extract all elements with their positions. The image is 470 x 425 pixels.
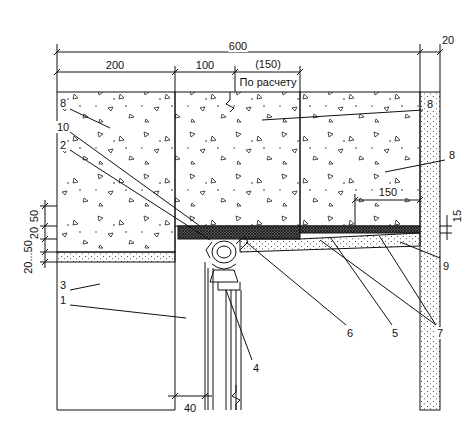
dimension: 20 — [28, 226, 40, 240]
callout-number: 5 — [391, 327, 399, 339]
callout-number: 8 — [426, 98, 434, 110]
dimension: 100 — [195, 59, 215, 71]
dimension-note: По расчету — [239, 76, 298, 88]
dimension: 15 — [451, 209, 463, 223]
dimension: 600 — [228, 40, 248, 52]
callout-number: 9 — [442, 260, 450, 272]
callout-number: 8 — [448, 149, 456, 161]
dimension: 150 — [378, 186, 398, 198]
dimension: 50 — [28, 209, 40, 223]
callout-number: 4 — [252, 362, 260, 374]
dimension: 200 — [105, 59, 125, 71]
dimension: 20...50 — [22, 239, 34, 275]
callout-number: 6 — [346, 327, 354, 339]
callout-number: 2 — [59, 139, 67, 151]
callout-number: 7 — [436, 327, 444, 339]
callout-number: 3 — [59, 279, 67, 291]
dimension: (150) — [254, 58, 282, 70]
callout-number: 8 — [59, 97, 67, 109]
dimension: 40 — [183, 402, 197, 414]
callout-number: 1 — [59, 294, 67, 306]
dimension: 20 — [441, 34, 455, 46]
callout-number: 10 — [56, 121, 70, 133]
